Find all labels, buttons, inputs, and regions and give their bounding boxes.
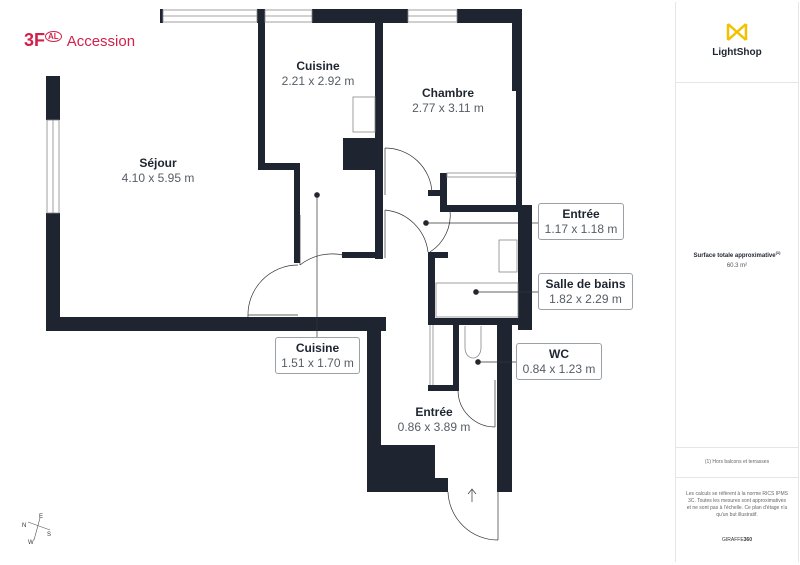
room-dims: 0.84 x 1.23 m (522, 362, 596, 376)
room-sejour: Séjour 4.10 x 5.95 m (122, 156, 195, 185)
room-cuisine-2-label: Cuisine 1.51 x 1.70 m (275, 337, 360, 374)
compass-n: N (22, 523, 26, 529)
room-dims: 2.77 x 3.11 m (412, 101, 484, 115)
credit-text: GIRAFFE (721, 537, 744, 543)
room-entree-label: Entrée 1.17 x 1.18 m (538, 203, 624, 240)
room-salle-de-bains-label: Salle de bains 1.82 x 2.29 m (538, 273, 633, 310)
windows (46, 9, 458, 214)
room-name: Salle de bains (545, 277, 626, 291)
partner-logo: LightShop (676, 22, 798, 58)
floor-plan: N E S W (22, 9, 538, 546)
fixtures (352, 96, 519, 385)
room-name: Entrée (415, 405, 453, 419)
info-sidebar: LightShop Surface totale approximative(1… (675, 2, 799, 562)
compass: N E S W (22, 514, 51, 546)
credit: GIRAFFE360 (676, 537, 798, 543)
surface-label: Surface totale approximative (693, 253, 776, 259)
room-entree-2: Entrée 0.86 x 3.89 m (398, 405, 471, 434)
surface-value: 60.3 m² (726, 263, 748, 269)
room-dims: 2.21 x 2.92 m (281, 74, 355, 88)
label-leaders (314, 192, 538, 365)
room-name: Entrée (562, 207, 600, 221)
room-dims: 1.82 x 2.29 m (549, 292, 622, 306)
room-dims: 4.10 x 5.95 m (121, 171, 195, 185)
room-name: Cuisine (296, 59, 340, 73)
doors (247, 147, 499, 541)
room-name: Séjour (139, 156, 177, 170)
brand-logo-text: Accession (66, 33, 136, 50)
room-dims: 1.51 x 1.70 m (281, 356, 354, 370)
room-wc-label: WC 0.84 x 1.23 m (516, 343, 602, 380)
room-name: Cuisine (295, 341, 340, 355)
room-dims: 1.17 x 1.18 m (544, 222, 618, 236)
compass-e: E (39, 514, 43, 520)
disclaimer: Les calculs se réfèrent à la norme RICS … (686, 491, 788, 518)
lightshop-logo-icon (726, 23, 748, 41)
partner-logo-text: LightShop (712, 47, 762, 58)
surface-note-ref: (1) (775, 250, 781, 255)
footnote: (1) Hors balcons et terrasses (704, 459, 770, 465)
room-name: WC (549, 347, 569, 361)
room-chambre: Chambre 2.77 x 3.11 m (412, 86, 484, 115)
room-cuisine: Cuisine 2.21 x 2.92 m (282, 59, 355, 88)
brand-logo-main: 3F (24, 30, 46, 50)
surface-total: Surface totale approximative(1) 60.3 m² (676, 250, 798, 269)
room-dims: 0.86 x 3.89 m (397, 420, 471, 434)
compass-w: W (28, 540, 34, 546)
room-name: Chambre (421, 86, 475, 100)
compass-s: S (47, 532, 51, 538)
brand-logo-badge: AL (45, 31, 62, 42)
credit-text-bold: 360 (743, 537, 752, 543)
walls (46, 9, 532, 492)
